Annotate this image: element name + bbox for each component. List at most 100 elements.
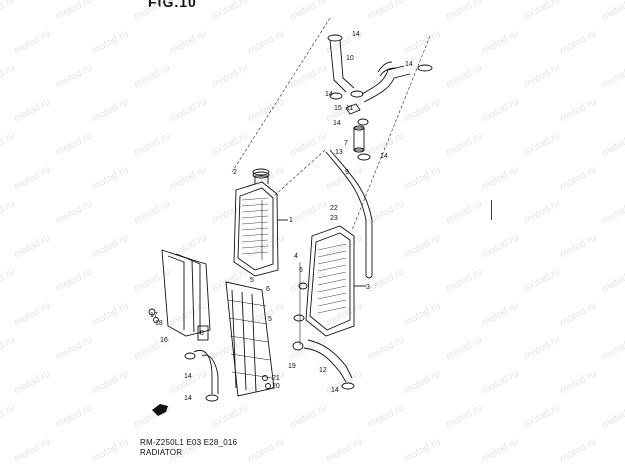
- callout-1: 1: [289, 217, 293, 224]
- callout-14: 14: [380, 153, 388, 160]
- watermark-text: motod.ru: [12, 368, 52, 396]
- watermark-text: motod.ru: [0, 62, 16, 90]
- callout-7: 7: [344, 140, 348, 147]
- watermark-text: motod.ru: [0, 334, 16, 362]
- watermark-text: motod.ru: [324, 300, 364, 328]
- watermark-text: motod.ru: [600, 198, 625, 226]
- callout-10: 10: [346, 55, 354, 62]
- watermark-text: motod.ru: [210, 130, 250, 158]
- callout-11: 11: [346, 105, 353, 112]
- watermark-text: motod.ru: [444, 130, 484, 158]
- watermark-text: motod.ru: [54, 198, 94, 226]
- watermark-text: motod.ru: [444, 0, 484, 23]
- watermark-text: motod.ru: [90, 164, 130, 192]
- watermark-text: motod.ru: [0, 402, 16, 430]
- watermark-text: motod.ru: [558, 96, 598, 124]
- watermark-text: motod.ru: [522, 334, 562, 362]
- watermark-text: motod.ru: [132, 0, 172, 23]
- watermark-text: motod.ru: [0, 130, 16, 158]
- watermark-text: motod.ru: [12, 300, 52, 328]
- watermark-text: motod.ru: [246, 28, 286, 56]
- callout-12: 12: [319, 367, 327, 374]
- watermark-text: motod.ru: [402, 368, 442, 396]
- callout-15: 15: [334, 105, 342, 112]
- watermark-text: motod.ru: [246, 436, 286, 464]
- watermark-text: motod.ru: [480, 96, 520, 124]
- watermark-text: motod.ru: [402, 96, 442, 124]
- watermark-text: motod.ru: [522, 198, 562, 226]
- watermark-text: motod.ru: [558, 368, 598, 396]
- watermark-text: motod.ru: [402, 232, 442, 260]
- watermark-text: motod.ru: [444, 62, 484, 90]
- watermark-text: motod.ru: [0, 266, 16, 294]
- watermark-text: motod.ru: [480, 232, 520, 260]
- watermark-text: motod.ru: [558, 436, 598, 464]
- radiator-right: [293, 225, 366, 337]
- figure-title: RADIATOR: [140, 448, 183, 457]
- front-arrow-icon: [152, 404, 168, 416]
- callout-14: 14: [352, 31, 360, 38]
- callout-5: 5: [268, 316, 272, 323]
- watermark-text: motod.ru: [132, 266, 172, 294]
- watermark-text: motod.ru: [168, 96, 208, 124]
- callout-layer: 1410111414151471413922232134565681718161…: [150, 31, 413, 402]
- watermark-text: motod.ru: [12, 436, 52, 464]
- callout-9: 9: [345, 169, 349, 176]
- watermark-text: motod.ru: [12, 28, 52, 56]
- watermark-text: motod.ru: [0, 198, 16, 226]
- watermark-text: motod.ru: [54, 334, 94, 362]
- watermark-text: motod.ru: [522, 62, 562, 90]
- callout-17: 17: [150, 312, 158, 319]
- watermark-text: motod.ru: [12, 232, 52, 260]
- callout-14: 14: [325, 91, 333, 98]
- callout-19: 19: [288, 363, 296, 370]
- watermark-text: motod.ru: [522, 130, 562, 158]
- radiator-shroud: [148, 249, 211, 341]
- callout-13: 13: [335, 149, 343, 156]
- watermark-text: motod.ru: [132, 62, 172, 90]
- watermark-text: motod.ru: [54, 62, 94, 90]
- watermark-text: motod.ru: [90, 232, 130, 260]
- watermark-text: motod.ru: [12, 96, 52, 124]
- watermark-text: motod.ru: [168, 28, 208, 56]
- watermark-text: motod.ru: [210, 0, 250, 23]
- watermark-text: motod.ru: [168, 164, 208, 192]
- figure-number: FIG.10: [148, 0, 197, 10]
- watermark-text: motod.ru: [0, 0, 16, 23]
- watermark-text: motod.ru: [168, 300, 208, 328]
- watermark-text: motod.ru: [522, 0, 562, 23]
- callout-20: 20: [272, 383, 280, 390]
- watermark-text: motod.ru: [54, 0, 94, 23]
- watermark-text: motod.ru: [558, 232, 598, 260]
- breather-tube: [325, 149, 373, 279]
- callout-14: 14: [405, 61, 413, 68]
- watermark-text: motod.ru: [288, 402, 328, 430]
- watermark-text: motod.ru: [480, 300, 520, 328]
- watermark-text: motod.ru: [522, 266, 562, 294]
- watermark-text: motod.ru: [600, 62, 625, 90]
- watermark-text: motod.ru: [246, 96, 286, 124]
- watermark-text: motod.ru: [324, 436, 364, 464]
- lower-hoses: [184, 339, 355, 402]
- callout-14: 14: [184, 373, 192, 380]
- guide-lines: [231, 17, 431, 345]
- radiator-left: [233, 168, 288, 277]
- watermark-text: motod.ru: [132, 130, 172, 158]
- watermark-text: motod.ru: [402, 436, 442, 464]
- callout-6: 6: [299, 267, 303, 274]
- watermark-text: motod.ru: [168, 232, 208, 260]
- watermark-text: motod.ru: [210, 402, 250, 430]
- callout-14: 14: [331, 387, 339, 394]
- watermark-text: motod.ru: [246, 164, 286, 192]
- watermark-text: motod.ru: [54, 266, 94, 294]
- watermark-text: motod.ru: [480, 164, 520, 192]
- callout-14: 14: [184, 395, 192, 402]
- watermark-text: motod.ru: [600, 266, 625, 294]
- watermark-text: motod.ru: [288, 62, 328, 90]
- callout-8: 8: [200, 330, 204, 337]
- watermark-text: motod.ru: [600, 0, 625, 23]
- watermark-text: motod.ru: [600, 130, 625, 158]
- watermark-text: motod.ru: [522, 402, 562, 430]
